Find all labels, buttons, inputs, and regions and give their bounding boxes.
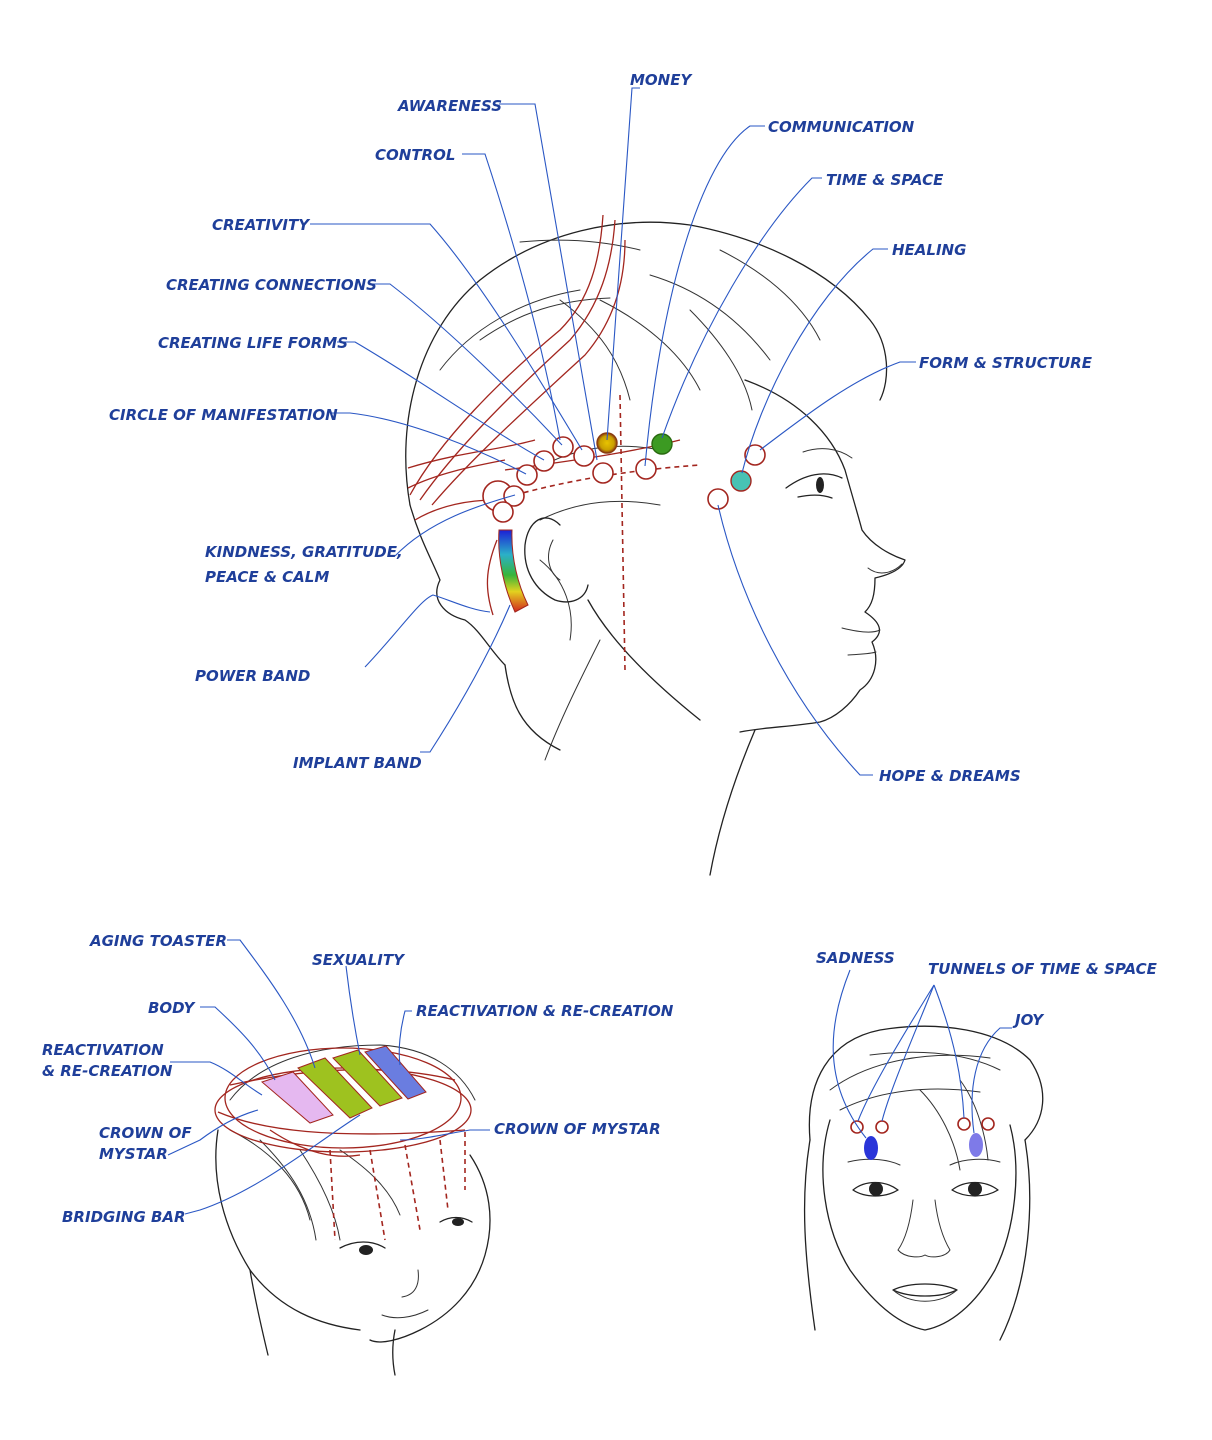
communication-label: COMMUNICATION xyxy=(768,118,915,136)
control-label: CONTROL xyxy=(375,146,455,164)
reactivation-left-label-line2: & RE-CREATION xyxy=(42,1062,173,1080)
crown-left-label-line2: MYSTAR xyxy=(99,1145,168,1163)
kindness-label-line1: KINDNESS, GRATITUDE, xyxy=(205,543,403,561)
tunnels-point-right-1 xyxy=(958,1118,970,1130)
joy-label: JOY xyxy=(1012,1011,1045,1029)
front-head-illustration xyxy=(805,1026,1043,1340)
side-view-leader-lines xyxy=(310,88,916,775)
side-head-illustration xyxy=(406,222,905,875)
healing-point xyxy=(731,471,751,491)
sadness-label: SADNESS xyxy=(816,949,895,967)
creating-life-forms-label: CREATING LIFE FORMS xyxy=(158,334,348,352)
body-label: BODY xyxy=(148,999,196,1017)
creativity-label: CREATIVITY xyxy=(212,216,311,234)
creating-connections-label: CREATING CONNECTIONS xyxy=(166,276,377,294)
money-label: MONEY xyxy=(630,71,693,89)
kindness-label-line2: PEACE & CALM xyxy=(205,568,329,586)
implant-band-bar xyxy=(499,530,528,612)
power-band-label: POWER BAND xyxy=(195,667,310,685)
joy-point xyxy=(969,1133,983,1157)
form-structure-label: FORM & STRUCTURE xyxy=(919,354,1093,372)
side-view-labels: MONEY AWARENESS COMMUNICATION CONTROL TI… xyxy=(109,71,1093,785)
reactivation-left-label-line1: REACTIVATION xyxy=(42,1041,164,1059)
awareness-point xyxy=(636,459,656,479)
crown-right-label: CROWN OF MYSTAR xyxy=(494,1120,661,1138)
aging-toaster-label: AGING TOASTER xyxy=(89,932,227,950)
reactivation-right-label: REACTIVATION & RE-CREATION xyxy=(416,1002,674,1020)
circle-of-manifestation-label: CIRCLE OF MANIFESTATION xyxy=(109,406,338,424)
time-space-label: TIME & SPACE xyxy=(826,171,944,189)
hope-dreams-label: HOPE & DREAMS xyxy=(879,767,1021,785)
front-view-labels: SADNESS TUNNELS OF TIME & SPACE JOY xyxy=(816,949,1158,1029)
kindness-point-lower xyxy=(493,502,513,522)
implant-band-label: IMPLANT BAND xyxy=(293,754,422,772)
control-point xyxy=(593,463,613,483)
front-view-leader-lines xyxy=(833,970,1012,1138)
circle-of-manifestation-point xyxy=(517,465,537,485)
creating-life-forms-point xyxy=(534,451,554,471)
awareness-label: AWARENESS xyxy=(397,97,502,115)
creating-connections-point xyxy=(553,437,573,457)
tunnels-point-right-2 xyxy=(982,1118,994,1130)
tunnels-point-left-2 xyxy=(876,1121,888,1133)
creativity-point xyxy=(574,446,594,466)
sadness-point xyxy=(864,1136,878,1160)
crown-left-label-line1: CROWN OF xyxy=(99,1124,192,1142)
sexuality-label: SEXUALITY xyxy=(312,951,406,969)
tunnels-label: TUNNELS OF TIME & SPACE xyxy=(928,960,1158,978)
bridging-bar-label: BRIDGING BAR xyxy=(62,1208,186,1226)
healing-label: HEALING xyxy=(892,241,966,259)
